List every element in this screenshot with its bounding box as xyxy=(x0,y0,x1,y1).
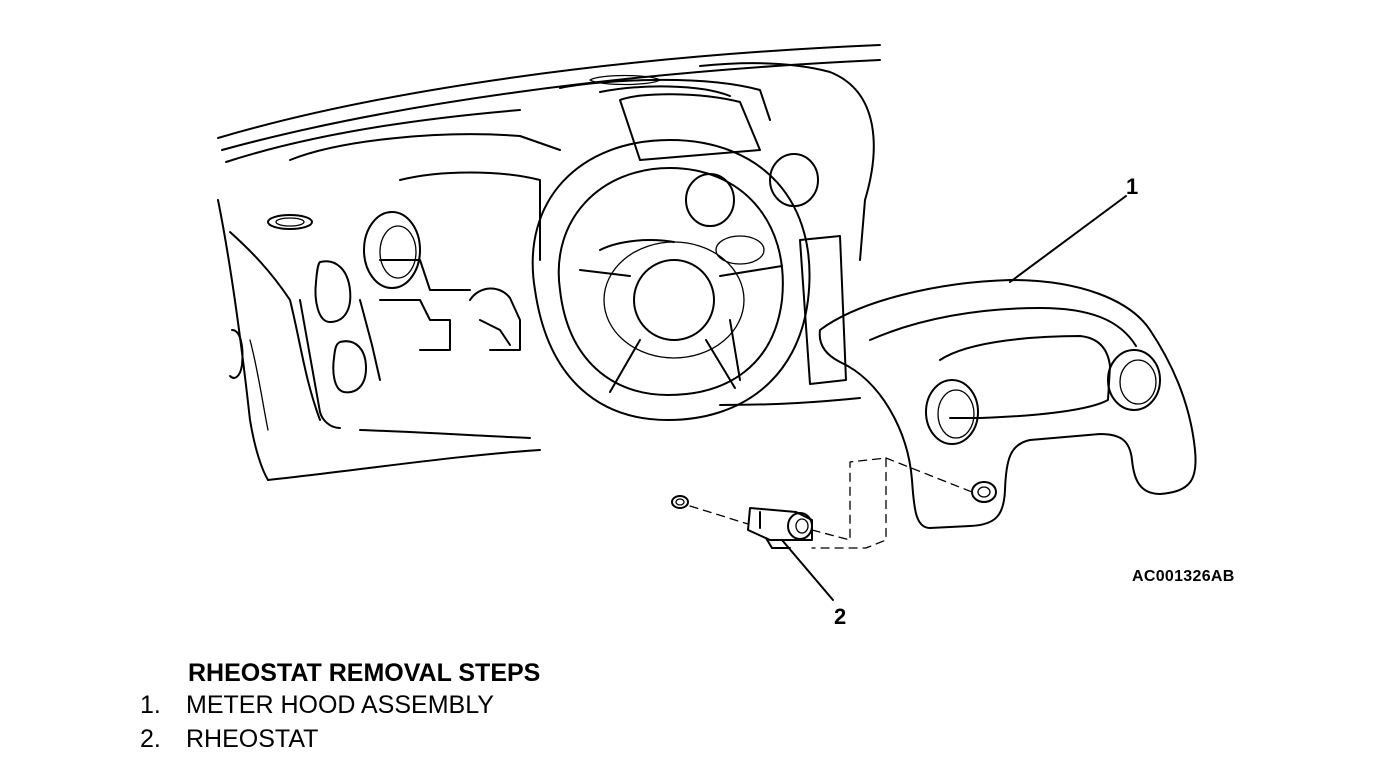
alignment-lines xyxy=(689,457,973,549)
steps-title: RHEOSTAT REMOVAL STEPS xyxy=(188,659,541,687)
leader-lines xyxy=(781,195,1127,601)
step-label: RHEOSTAT xyxy=(186,725,319,753)
instrument-cluster-opening xyxy=(289,133,561,381)
callout-1-label: 1 xyxy=(1126,174,1139,199)
step-item: 2. RHEOSTAT xyxy=(140,725,318,754)
rheostat xyxy=(671,495,813,549)
left-vents xyxy=(229,214,367,394)
meter-hood-assembly xyxy=(818,279,1197,529)
figure-code: AC001326AB xyxy=(1132,568,1235,585)
step-item: 1. METER HOOD ASSEMBLY xyxy=(140,691,494,720)
step-number: 2. xyxy=(140,725,161,753)
dashboard-illustration xyxy=(217,44,1197,601)
callout-2-label: 2 xyxy=(834,604,847,629)
center-gauges xyxy=(589,74,847,385)
step-label: METER HOOD ASSEMBLY xyxy=(186,691,494,719)
step-number: 1. xyxy=(140,691,161,719)
steering-wheel xyxy=(531,139,811,421)
